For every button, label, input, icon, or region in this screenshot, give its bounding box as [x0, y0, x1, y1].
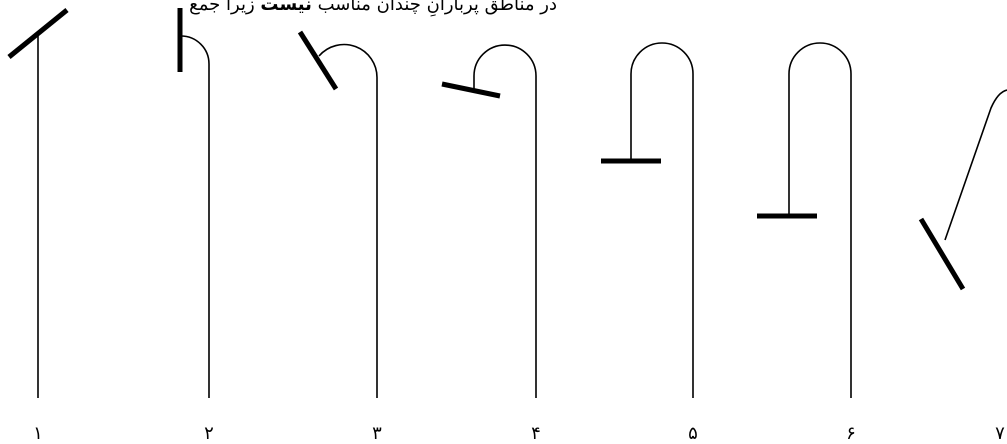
- figure-1-label: ۱: [33, 423, 43, 444]
- header-text-bold: نیست: [260, 0, 312, 15]
- figure-3-pole: [318, 43, 378, 398]
- figure-4-label: ۴: [531, 423, 541, 444]
- figure-2-pole: [180, 35, 210, 398]
- figure-7-bar: [918, 217, 966, 291]
- header-text-end: زیرا جمع: [189, 0, 255, 15]
- figure-2-label: ۲: [204, 423, 214, 444]
- figure-3-label: ۳: [372, 423, 382, 444]
- figure-5-label: ۵: [688, 423, 698, 444]
- figure-4: [441, 44, 537, 398]
- figure-1: [7, 8, 69, 398]
- figure-5-pole: [630, 42, 694, 398]
- figure-7-label: ۷: [995, 423, 1005, 444]
- figure-6-label: ۶: [846, 423, 856, 444]
- figure-4-pole: [473, 44, 537, 398]
- header-text-start: در مناطق پربارانِ چندان مناسب: [317, 0, 557, 15]
- figure-4-bar: [441, 81, 501, 99]
- figure-6-pole: [788, 42, 852, 398]
- header-caption: در مناطق پربارانِ چندان مناسب نیست زیرا …: [189, 0, 557, 16]
- figure-5: [601, 42, 694, 398]
- figure-7: [918, 89, 1007, 291]
- figure-3-bar: [297, 30, 339, 91]
- figure-6: [757, 42, 852, 398]
- figure-7-pole: [944, 89, 1007, 241]
- figure-1-bar: [7, 8, 69, 59]
- figure-2: [177, 8, 210, 398]
- figure-3: [297, 30, 378, 398]
